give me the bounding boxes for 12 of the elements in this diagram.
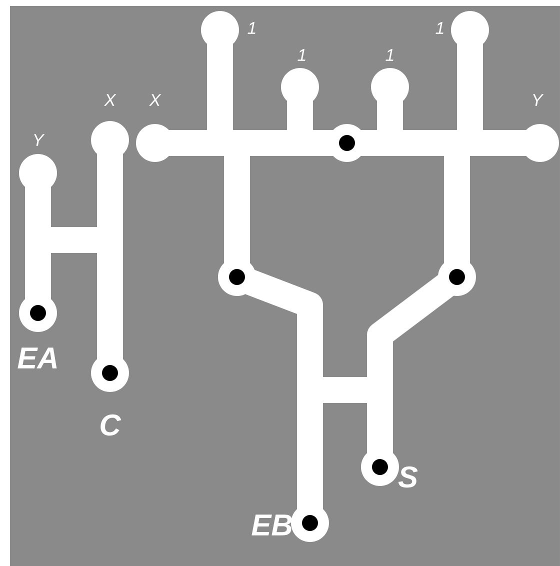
terminal-label: C: [100, 414, 122, 436]
terminal-label: Y: [34, 134, 45, 146]
terminal-label: 1: [436, 22, 444, 34]
terminal-label: 1: [298, 49, 306, 61]
terminal-label: X: [104, 94, 116, 106]
terminal-label: Y: [533, 94, 544, 106]
terminal-label: X: [149, 94, 162, 106]
terminal-label: S: [398, 466, 418, 488]
terminal-label: EA: [18, 348, 57, 368]
terminal-label: 1: [248, 22, 256, 34]
terminal-label: EB: [252, 514, 292, 536]
terminal-label: 1: [386, 49, 394, 61]
